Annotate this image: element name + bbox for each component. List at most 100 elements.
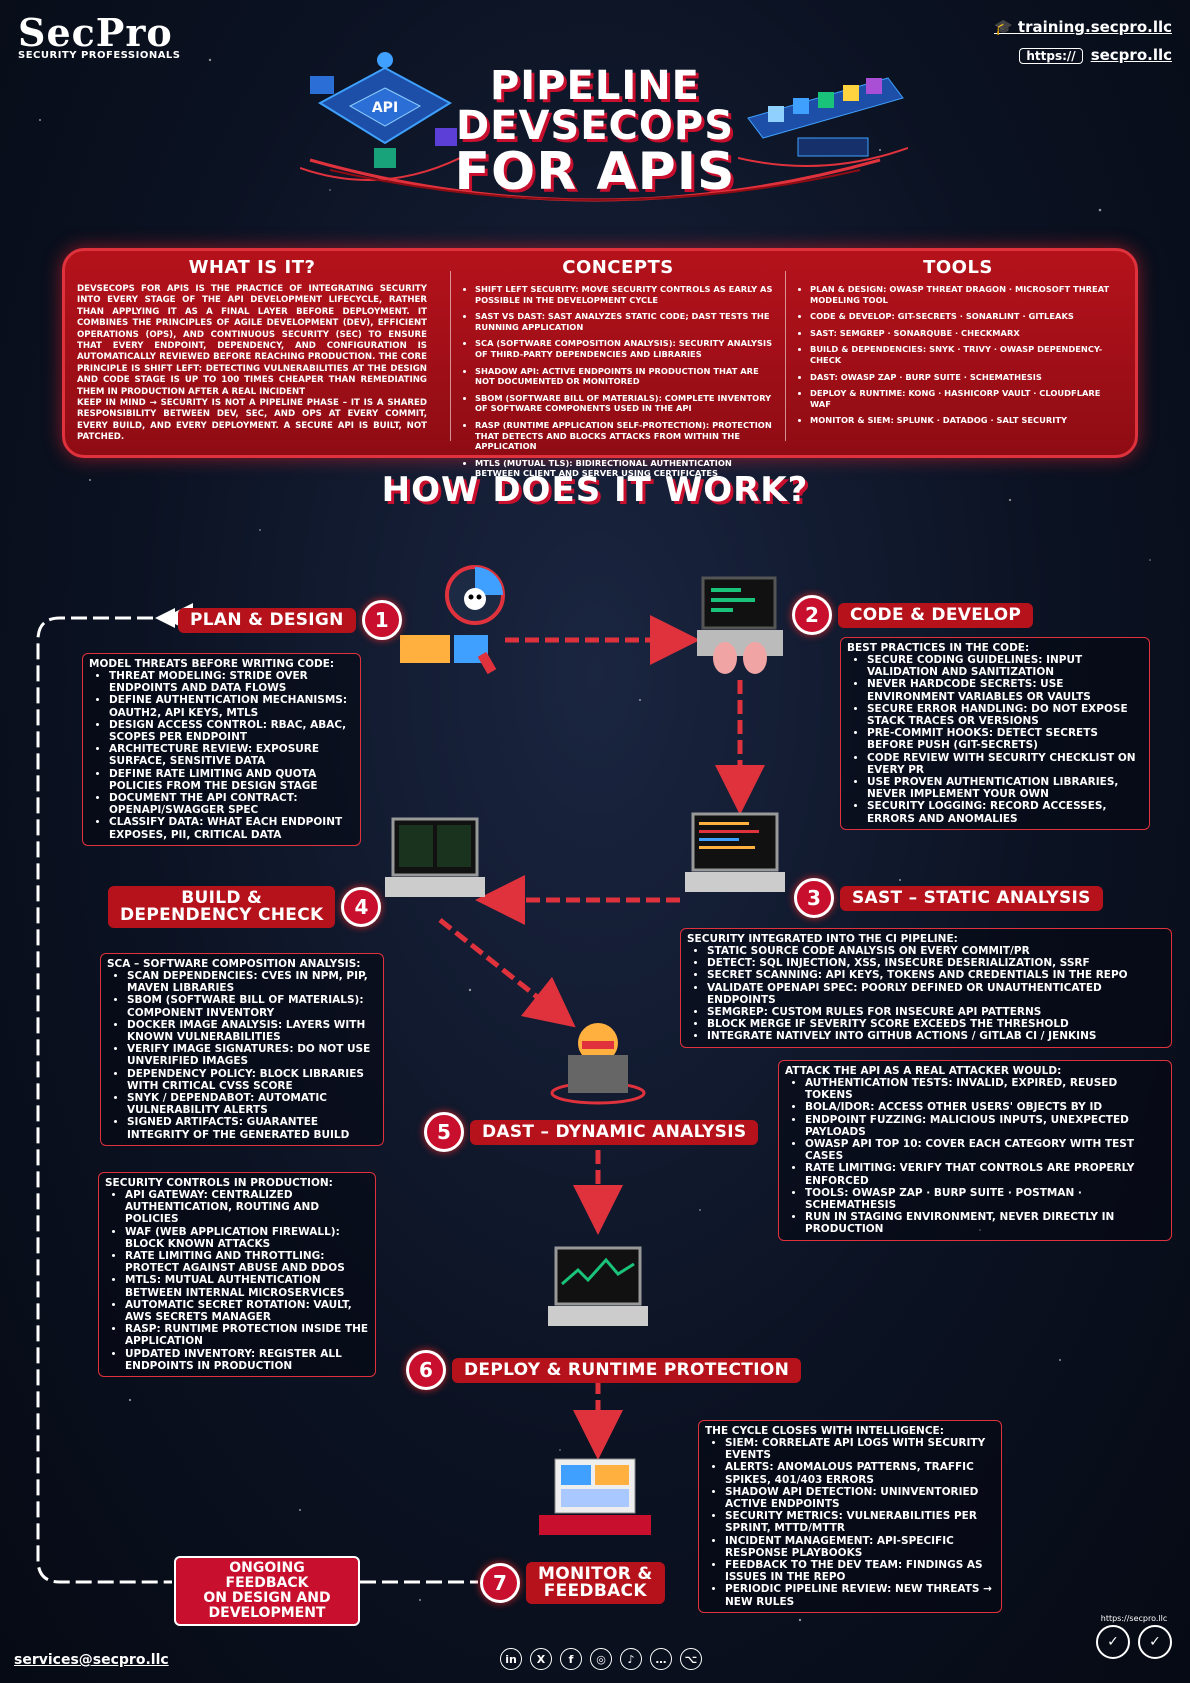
step-7-label: MONITOR &FEEDBACK: [526, 1562, 665, 1604]
step-6-details: Security controls in production: API Gat…: [98, 1172, 376, 1378]
list-item: SIEM: correlate API logs with security e…: [725, 1437, 995, 1461]
title-swoosh: [309, 158, 881, 202]
site-link[interactable]: https://secpro.llc: [994, 46, 1172, 64]
list-item: Authentication tests: invalid, expired, …: [805, 1077, 1165, 1101]
header-links: 🎓 training.secpro.llc https://secpro.llc: [994, 18, 1172, 74]
sast-laptop-illustration: [685, 812, 785, 892]
column-divider: [450, 271, 451, 441]
list-item: Define authentication mechanisms: OAuth2…: [109, 694, 354, 718]
step-6-header: Security controls in production:: [105, 1177, 333, 1189]
list-item: Pre-commit hooks: detect secrets before …: [867, 727, 1143, 751]
training-link[interactable]: 🎓 training.secpro.llc: [994, 18, 1172, 36]
list-item: OWASP API Top 10: cover each category wi…: [805, 1138, 1165, 1162]
step-3-header: Security integrated into the CI pipeline…: [687, 933, 958, 945]
logo-tagline: SECURITY PROFESSIONALS: [18, 50, 181, 61]
step-6-number: 6: [406, 1350, 446, 1390]
monitor-dashboard-illustration: [539, 1458, 651, 1535]
what-is-it-note: Keep in mind → security is not a pipelin…: [77, 398, 427, 443]
list-item: Shadow API detection: uninventoried acti…: [725, 1486, 995, 1510]
tools-heading: TOOLS: [923, 257, 993, 278]
graduation-cap-icon: 🎓: [994, 18, 1018, 36]
list-item: Document the API contract: OpenAPI/Swagg…: [109, 792, 354, 816]
tiktok-icon[interactable]: ♪: [620, 1648, 642, 1670]
step-1-label: PLAN & DESIGN: [178, 607, 356, 633]
list-item: Feedback to the dev team: findings as is…: [725, 1559, 995, 1583]
list-item: Docker image analysis: layers with known…: [127, 1019, 377, 1043]
concepts-section: CONCEPTS Shift Left Security: move secur…: [463, 257, 773, 485]
list-item: Build & Dependencies: Snyk · Trivy · OWA…: [810, 344, 1118, 365]
list-item: DAST: OWASP ZAP · Burp Suite · Schemathe…: [810, 372, 1118, 383]
list-item: Scan dependencies: CVEs in npm, pip, Mav…: [127, 970, 377, 994]
step-3-sast: 3 SAST – STATIC ANALYSIS: [794, 878, 1103, 918]
github-icon[interactable]: ⌥: [680, 1648, 702, 1670]
step-1-details: Model threats before writing code: Threa…: [82, 653, 361, 846]
x-icon[interactable]: X: [530, 1648, 552, 1670]
step-1-header: Model threats before writing code:: [89, 658, 335, 670]
list-item: Block merge if severity score exceeds th…: [707, 1018, 1165, 1030]
list-item: Tools: OWASP ZAP · Burp Suite · Postman …: [805, 1187, 1165, 1211]
what-is-it-heading: WHAT IS IT?: [188, 257, 316, 278]
list-item: Monitor & SIEM: Splunk · Datadog · Salt …: [810, 415, 1118, 426]
list-item: Plan & Design: OWASP Threat Dragon · Mic…: [810, 284, 1118, 305]
title-line-3: FOR APIS: [454, 142, 736, 202]
list-item: SAST vs DAST: SAST analyzes static code;…: [475, 311, 773, 332]
facebook-icon[interactable]: f: [560, 1648, 582, 1670]
step-1-plan-design: PLAN & DESIGN 1: [178, 600, 402, 640]
step-4-build-dependency: BUILD &DEPENDENCY CHECK 4: [108, 886, 382, 928]
linkedin-icon[interactable]: in: [500, 1648, 522, 1670]
code-laptop-illustration: [697, 576, 783, 674]
api-network-illustration: API: [300, 52, 470, 181]
title-line-1: PIPELINE: [489, 63, 700, 109]
step-5-header: Attack the API as a real attacker would:: [785, 1065, 1062, 1077]
build-laptop-illustration: [385, 817, 485, 897]
list-item: SBOM (Software Bill of Materials): compl…: [475, 393, 773, 414]
step-6-label: DEPLOY & RUNTIME PROTECTION: [452, 1357, 802, 1383]
step-7-monitor-feedback: 7 MONITOR &FEEDBACK: [480, 1562, 665, 1604]
list-item: Code & Develop: git-secrets · SonarLint …: [810, 311, 1118, 322]
check-badge-icon: ✓: [1096, 1625, 1130, 1659]
step-3-label: SAST – STATIC ANALYSIS: [840, 885, 1103, 911]
list-item: SBOM (Software Bill of Materials): compo…: [127, 994, 377, 1018]
list-item: Detect: SQL injection, XSS, insecure des…: [707, 957, 1165, 969]
list-item: Automatic secret rotation: Vault, AWS Se…: [125, 1299, 369, 1323]
step-5-details: Attack the API as a real attacker would:…: [778, 1060, 1172, 1241]
step-7-header: The cycle closes with intelligence:: [705, 1425, 944, 1437]
contact-email[interactable]: services@secpro.llc: [14, 1652, 169, 1668]
list-item: Updated inventory: register all endpoint…: [125, 1348, 369, 1372]
step-4-details: SCA – Software Composition Analysis: Sca…: [100, 953, 384, 1146]
concepts-list: Shift Left Security: move security contr…: [463, 284, 773, 479]
badge-url: https://secpro.llc: [1100, 1614, 1168, 1623]
social-links: in X f ◎ ♪ … ⌥: [500, 1648, 702, 1670]
chat-icon[interactable]: …: [650, 1648, 672, 1670]
step-3-number: 3: [794, 878, 834, 918]
list-item: SCA (Software Composition Analysis): sec…: [475, 338, 773, 359]
tools-section: TOOLS Plan & Design: OWASP Threat Dragon…: [798, 257, 1118, 432]
list-item: mTLS (Mutual TLS): bidirectional authent…: [475, 458, 773, 479]
step-7-details: The cycle closes with intelligence: SIEM…: [698, 1420, 1002, 1613]
step-2-header: Best practices in the code:: [847, 642, 1030, 654]
instagram-icon[interactable]: ◎: [590, 1648, 612, 1670]
list-item: Semgrep: custom rules for insecure API p…: [707, 1006, 1165, 1018]
step-6-deploy-runtime: 6 DEPLOY & RUNTIME PROTECTION: [406, 1350, 802, 1390]
list-item: Threat modeling: STRIDE over endpoints a…: [109, 670, 354, 694]
list-item: Security metrics: vulnerabilities per sp…: [725, 1510, 995, 1534]
list-item: Integrate natively into GitHub Actions /…: [707, 1030, 1165, 1042]
step-4-header: SCA – Software Composition Analysis:: [107, 958, 361, 970]
dast-attacker-illustration: [550, 1023, 646, 1105]
step-7-number: 7: [480, 1563, 520, 1603]
step-4-label: BUILD &DEPENDENCY CHECK: [108, 886, 336, 928]
list-item: Run in staging environment, never direct…: [805, 1211, 1165, 1235]
overview-panel: WHAT IS IT? DevSecOps for APIs is the pr…: [62, 248, 1138, 478]
step-3-details: Security integrated into the CI pipeline…: [680, 928, 1172, 1048]
how-it-works-heading: HOW DOES IT WORK?: [381, 470, 809, 510]
list-item: Rate limiting: verify that controls are …: [805, 1162, 1165, 1186]
list-item: mTLS: mutual authentication between inte…: [125, 1274, 369, 1298]
list-item: API Gateway: centralized authentication,…: [125, 1189, 369, 1226]
step-2-label: CODE & DEVELOP: [838, 602, 1034, 628]
list-item: WAF (Web Application Firewall): block kn…: [125, 1226, 369, 1250]
list-item: Architecture review: exposure surface, s…: [109, 743, 354, 767]
list-item: Deploy & Runtime: Kong · HashiCorp Vault…: [810, 388, 1118, 409]
step-5-dast: 5 DAST – DYNAMIC ANALYSIS: [424, 1112, 759, 1152]
